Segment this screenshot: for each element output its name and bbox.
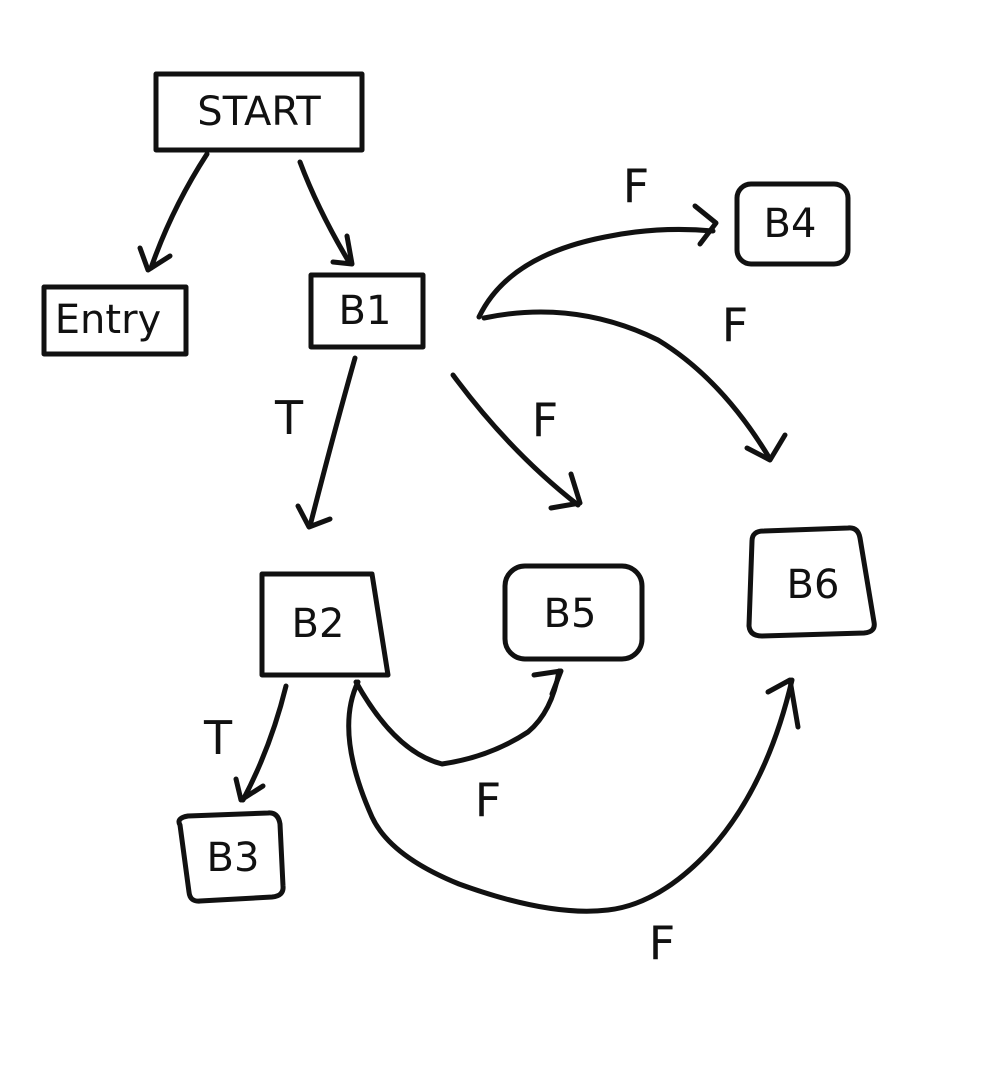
edge-b1-b2-label: T [274, 391, 304, 445]
node-b4-label: B4 [764, 201, 817, 247]
edge-start-entry-line [148, 151, 210, 271]
edge-b1-b5-label: F [532, 393, 558, 447]
node-start-label: START [197, 89, 321, 135]
node-b4: B4 [734, 181, 851, 267]
edge-b1-b6-line [481, 309, 773, 462]
edge-start-b1-arrowhead [330, 233, 355, 267]
node-b6-box [746, 525, 877, 639]
edge-start-b1 [297, 159, 355, 267]
edge-b2-b6-arrowhead [765, 677, 801, 730]
node-b6: B6 [746, 525, 877, 639]
node-b3-label: B3 [207, 835, 260, 881]
edge-start-b1-line [297, 159, 352, 265]
edge-b2-b3-line [240, 683, 289, 803]
edge-b1-b6-label: F [722, 298, 748, 352]
edge-b1-b4-arrowhead [692, 203, 719, 247]
node-entry: Entry [41, 284, 189, 357]
edge-b1-b5-line [450, 372, 581, 508]
node-b1-box [308, 272, 426, 350]
node-b3: B3 [176, 810, 286, 904]
node-b5-box [502, 563, 645, 662]
node-entry-label: Entry [55, 297, 161, 343]
node-b3-box [176, 810, 286, 904]
edge-b2-b6: F [346, 677, 801, 970]
node-b2-box [259, 571, 391, 678]
edge-start-entry-arrowhead [137, 245, 173, 273]
edge-b2-b3: T [203, 683, 289, 803]
edge-b1-b2-line [307, 355, 358, 529]
node-b5-label: B5 [544, 591, 597, 637]
node-b1-label: B1 [339, 288, 392, 334]
edge-b1-b2: T [274, 355, 358, 530]
edge-b2-b5-arrowhead [531, 668, 564, 697]
node-b2-label: B2 [292, 601, 345, 647]
edge-b2-b5: F [353, 668, 564, 827]
node-start-box [153, 71, 365, 153]
edge-b1-b6-arrowhead [744, 432, 788, 463]
edge-b1-b4: F [476, 159, 719, 320]
edge-b2-b5-label: F [475, 773, 501, 827]
edge-b2-b6-line [346, 677, 795, 914]
edge-b2-b3-arrowhead [233, 776, 266, 803]
edge-b1-b6: F [481, 298, 788, 463]
node-entry-box [41, 284, 189, 357]
node-b1: B1 [308, 272, 426, 350]
node-b4-box [734, 181, 851, 267]
edge-b1-b4-label: F [623, 159, 649, 213]
node-b2: B2 [259, 571, 391, 678]
edge-b2-b3-label: T [203, 711, 233, 765]
edge-b2-b5-line [353, 668, 562, 767]
edge-b1-b2-arrowhead [295, 503, 333, 530]
node-start: START [153, 71, 365, 153]
node-b5: B5 [502, 563, 645, 662]
edge-b1-b5: F [450, 372, 583, 511]
edge-b2-b6-label: F [649, 916, 675, 970]
edge-b1-b4-line [476, 226, 716, 320]
edge-start-entry [137, 151, 210, 273]
node-b6-label: B6 [787, 562, 840, 608]
edge-b1-b5-arrowhead [548, 471, 583, 511]
